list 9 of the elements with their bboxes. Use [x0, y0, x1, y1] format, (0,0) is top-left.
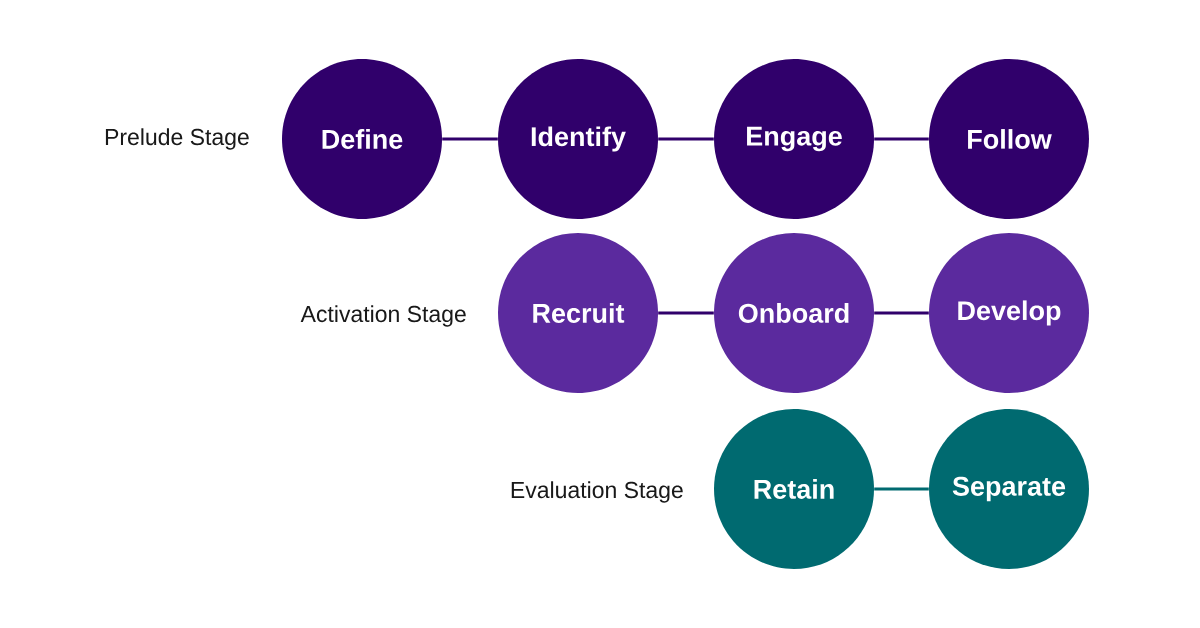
row-label: Evaluation Stage — [511, 481, 683, 503]
connector-line — [658, 311, 714, 315]
connector-line — [874, 137, 929, 141]
connector-line — [442, 137, 498, 141]
connector-line — [658, 137, 714, 141]
connector-line — [874, 487, 929, 491]
row-label: Prelude Stage — [105, 128, 249, 150]
connector-line — [874, 311, 929, 315]
row-label: Activation Stage — [300, 305, 466, 327]
